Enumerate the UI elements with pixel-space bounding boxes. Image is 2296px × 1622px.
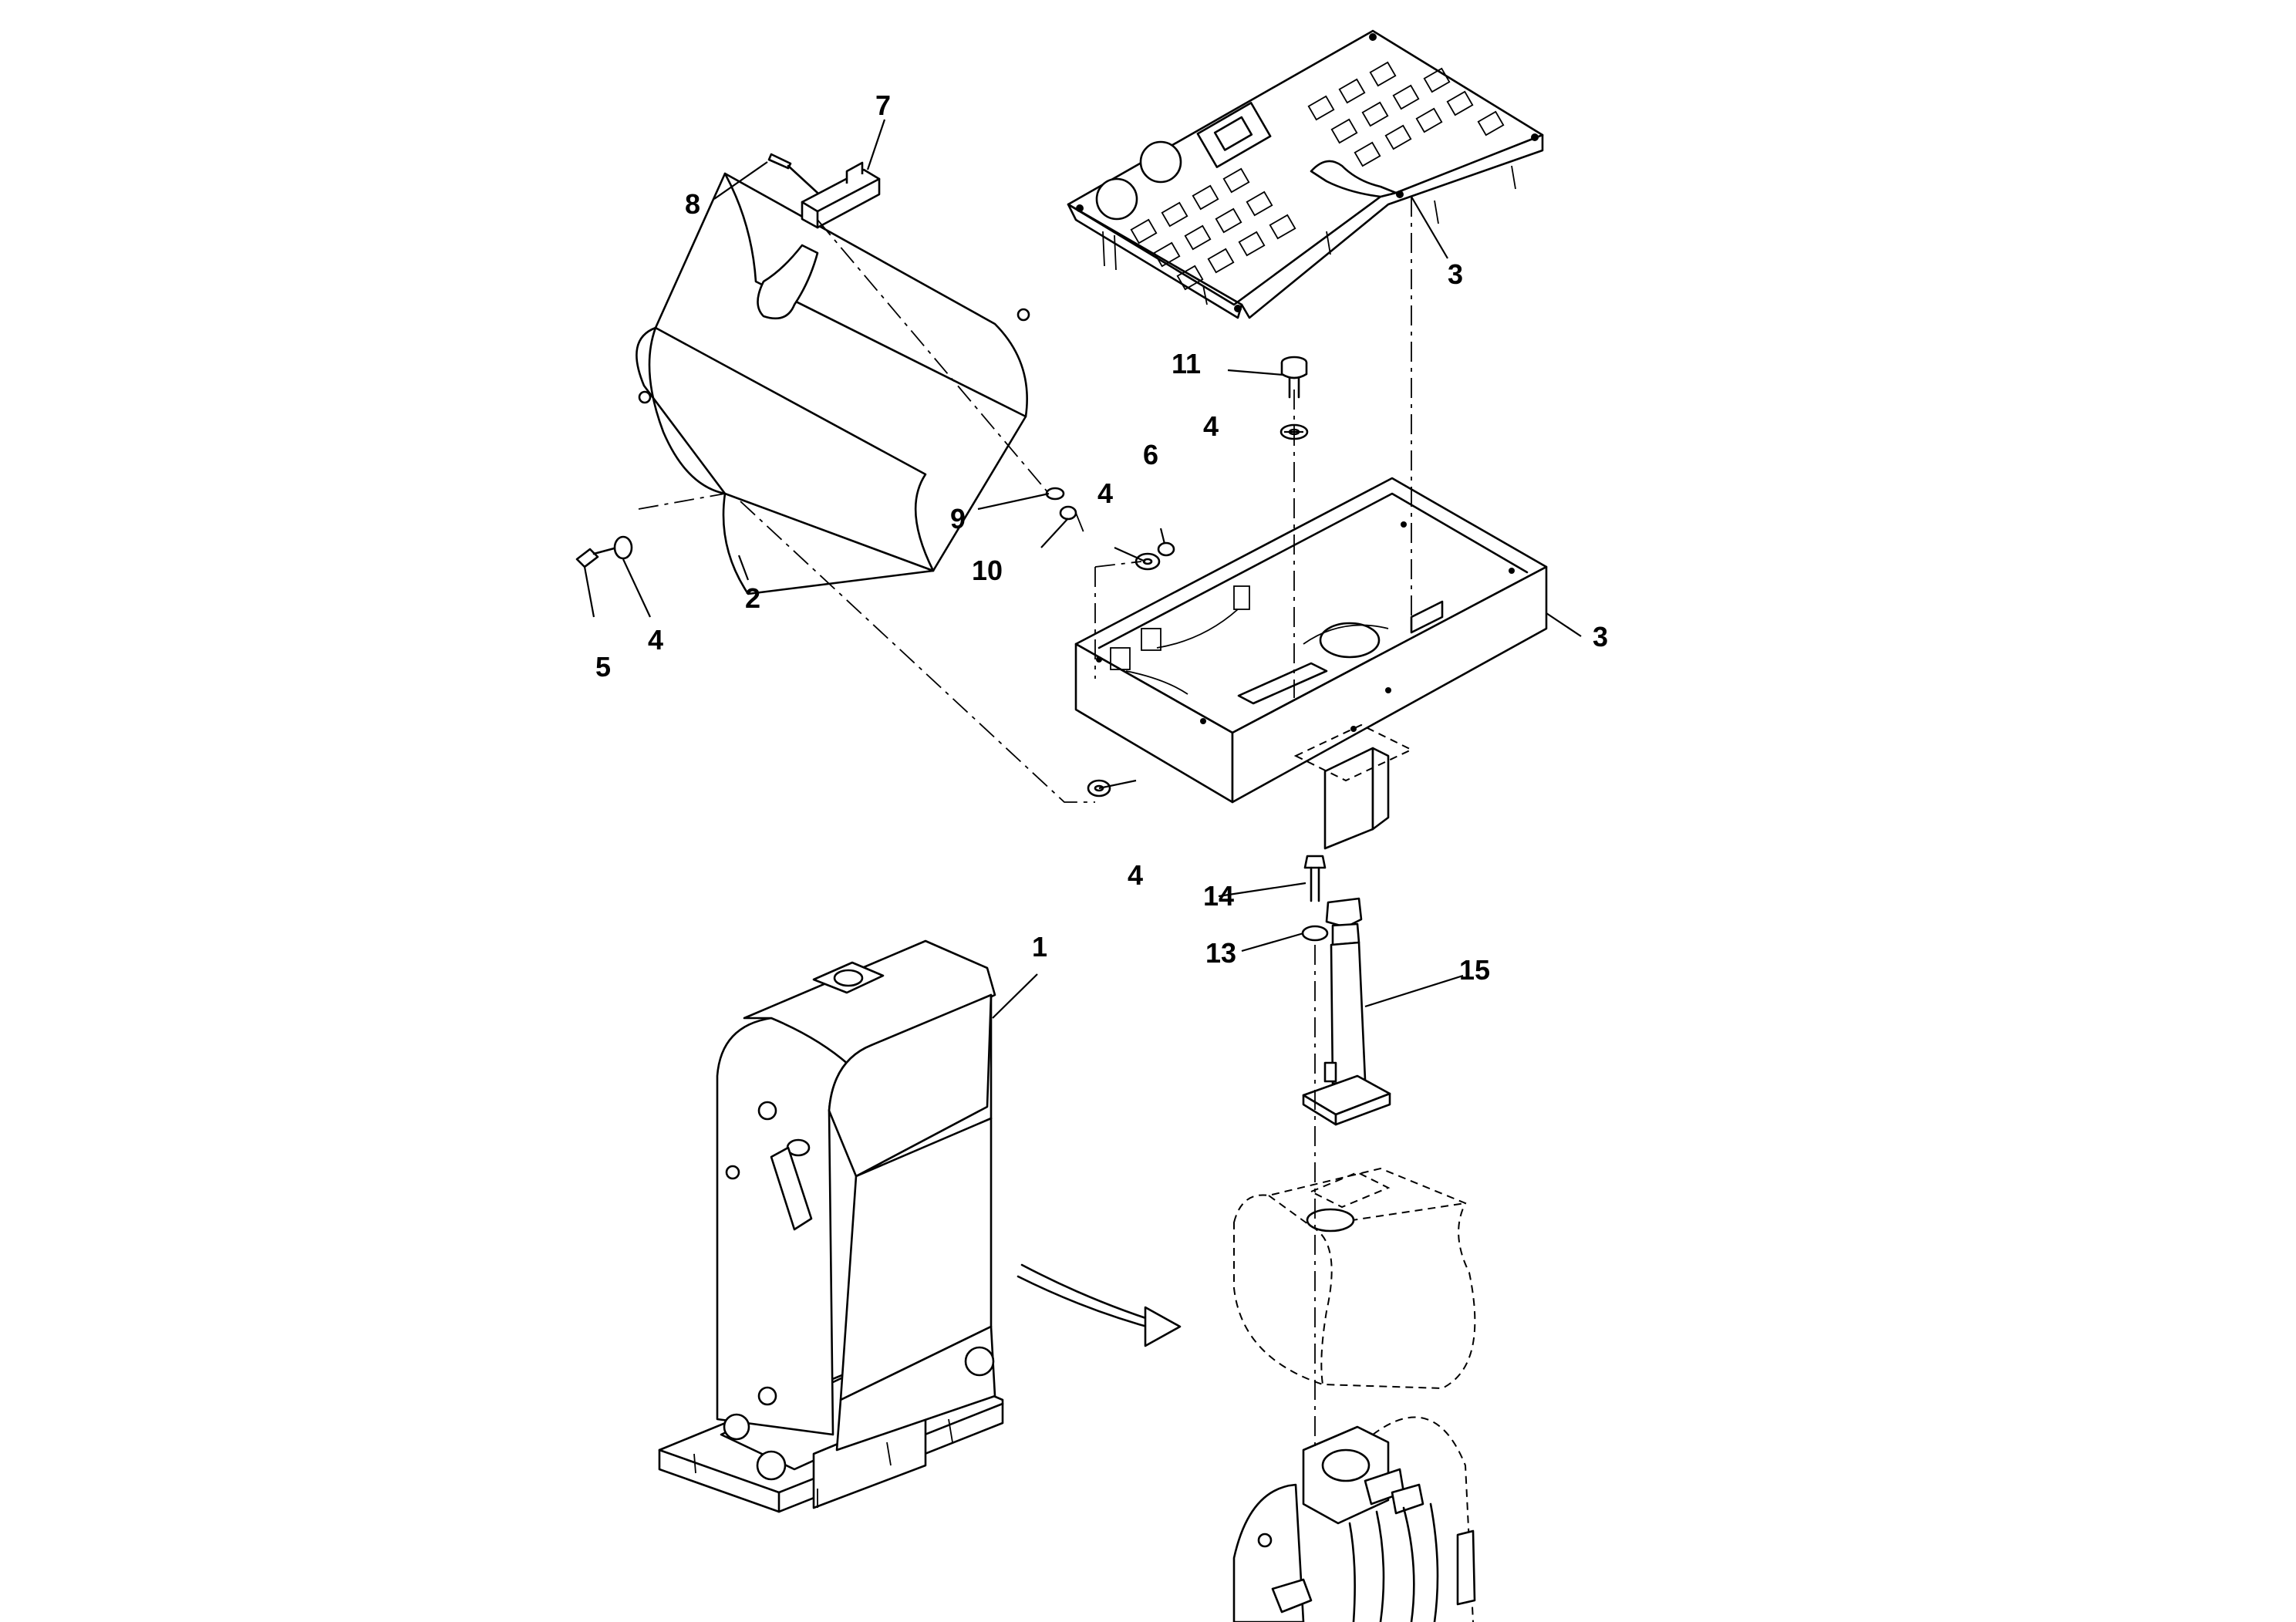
screw-5 <box>575 546 619 568</box>
cover <box>636 172 1030 595</box>
steer-unit <box>1232 1416 1476 1622</box>
screw <box>767 153 819 194</box>
steering-column <box>1302 897 1391 1126</box>
control-box <box>1074 477 1548 850</box>
callout-7: 7 <box>875 89 891 121</box>
callout-8: 8 <box>685 188 700 220</box>
leader-lines <box>583 119 1582 1019</box>
callout-10: 10 <box>972 555 1003 586</box>
callout-4-mid: 4 <box>1097 477 1113 509</box>
bolt-14 <box>1303 855 1327 902</box>
callout-3-panel: 3 <box>1448 258 1463 290</box>
callout-6: 6 <box>1143 439 1158 470</box>
callout-13: 13 <box>1205 937 1236 969</box>
panel-switches <box>1130 61 1505 291</box>
lever <box>770 1138 813 1231</box>
callout-1: 1 <box>1032 931 1047 963</box>
reference-arrow <box>1017 1263 1182 1347</box>
centerlines <box>740 197 1412 1450</box>
washer-13 <box>1301 925 1329 942</box>
callout-5: 5 <box>595 651 611 683</box>
control-panel <box>1067 29 1544 319</box>
nut-6 <box>1157 541 1175 557</box>
bolt-11 <box>1280 356 1308 399</box>
callout-4-bottom: 4 <box>1128 859 1143 891</box>
washer-9 <box>1045 487 1065 501</box>
washer-4-left <box>613 535 633 560</box>
callout-9: 9 <box>950 503 966 534</box>
callout-4-top: 4 <box>1203 410 1219 442</box>
callout-2: 2 <box>745 582 760 614</box>
phantom-pedestal <box>1233 1167 1476 1390</box>
callout-15: 15 <box>1459 954 1490 986</box>
nut-10 <box>1059 505 1077 521</box>
callout-3-box: 3 <box>1593 621 1608 653</box>
handle <box>801 161 881 229</box>
callout-14: 14 <box>1203 880 1234 912</box>
pedestal <box>658 939 1004 1513</box>
callout-11: 11 <box>1172 348 1201 379</box>
callout-4-left: 4 <box>648 624 663 656</box>
callouts: 1 2 3 3 4 4 4 4 5 6 7 8 9 10 11 13 14 15 <box>595 89 1608 986</box>
